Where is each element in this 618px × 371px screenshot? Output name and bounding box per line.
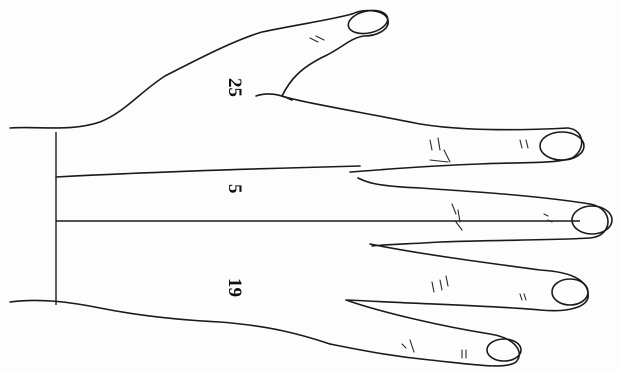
knuckle-creases [310,36,552,358]
thumb-nail [346,7,390,37]
index-finger-outline [350,128,582,172]
region-label-lower: 19 [224,278,245,297]
index-nail [540,132,584,160]
middle-top-edge [358,178,590,204]
index-base-line [56,166,360,177]
index-top-edge [282,96,568,130]
middle-nail [572,206,612,234]
region-label-middle: 5 [224,184,245,194]
ring-finger-outline [348,244,588,311]
thumb-outline [282,11,388,96]
region-label-thumb: 25 [224,78,245,97]
hand-lower-edge [10,300,330,344]
ring-nail [552,279,588,305]
little-nail [487,339,521,361]
